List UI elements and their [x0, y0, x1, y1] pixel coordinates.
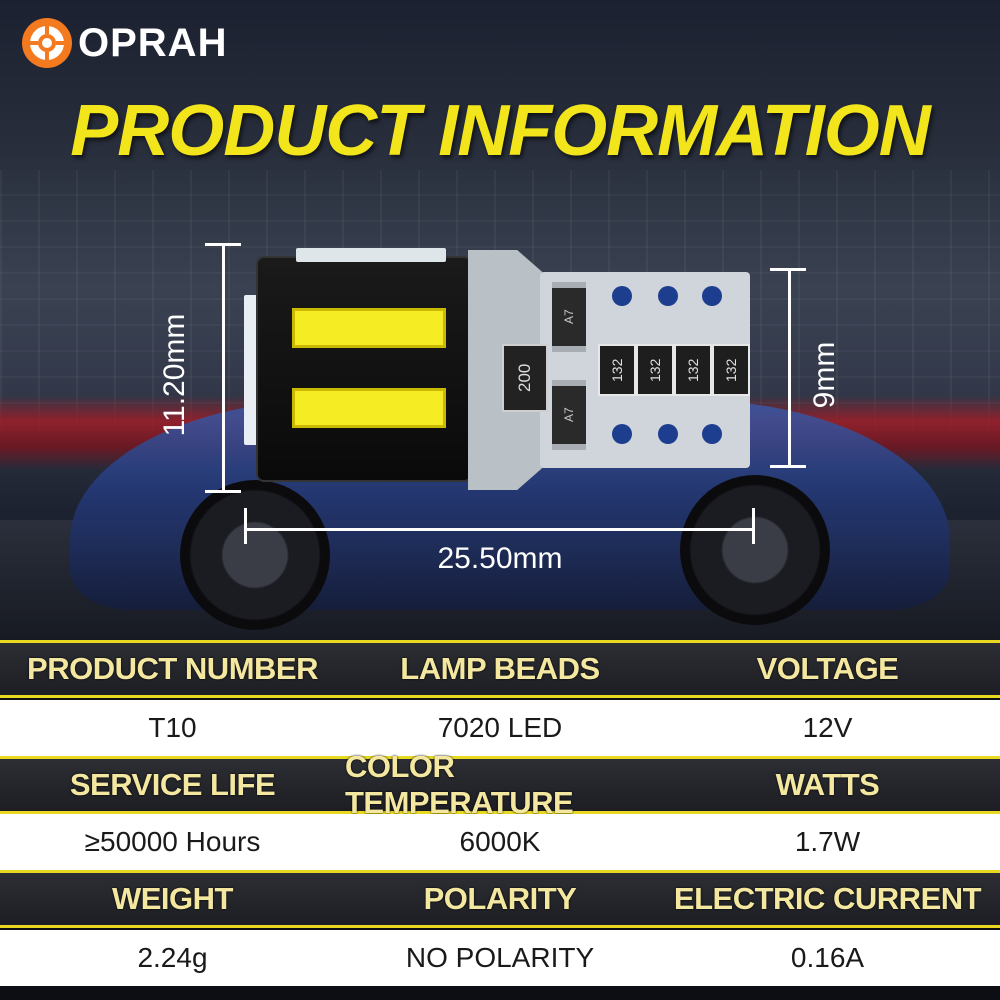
spec-value-cell: 6000K	[459, 826, 541, 857]
spec-header-cell: POLARITY	[423, 881, 577, 916]
spec-table: PRODUCT NUMBER LAMP BEADS VOLTAGE T10 70…	[0, 640, 1000, 1000]
led-side-strip	[244, 295, 258, 445]
resistor: 132	[674, 344, 712, 396]
led-chip	[292, 308, 446, 348]
dimension-tick	[770, 465, 806, 468]
pcb-hole	[658, 286, 678, 306]
spec-value-cell: T10	[148, 712, 197, 743]
spec-header-cell: COLOR TEMPERATURE	[345, 749, 574, 820]
resistor: 132	[636, 344, 674, 396]
brand-logo: OPRAH	[20, 16, 227, 70]
resistor-large: 200	[502, 344, 548, 412]
spec-header-cell: VOLTAGE	[756, 651, 899, 686]
dimension-tick	[205, 243, 241, 246]
height-dimension-line	[222, 243, 225, 493]
pcb-hole	[702, 424, 722, 444]
brand-name: OPRAH	[78, 20, 228, 65]
height-dimension-label: 11.20mm	[158, 313, 191, 437]
spec-value-cell: 1.7W	[794, 826, 861, 857]
diode: A7	[552, 282, 586, 352]
spec-header-cell: WATTS	[775, 767, 880, 802]
spec-header-cell: SERVICE LIFE	[69, 767, 276, 802]
led-chip	[292, 388, 446, 428]
width-dimension-label: 25.50mm	[437, 542, 563, 575]
dimension-tick	[770, 268, 806, 271]
spec-value-row: ≥50000 Hours 6000K 1.7W	[0, 814, 1000, 870]
spec-value-cell: 2.24g	[137, 942, 208, 973]
width-dimension-line	[244, 528, 754, 531]
dimension-tick	[205, 490, 241, 493]
spec-value-cell: NO POLARITY	[405, 942, 595, 973]
pcb-height-dimension-line	[788, 268, 791, 468]
dimension-tick	[752, 508, 755, 544]
pcb-height-dimension-label: 9mm	[808, 341, 841, 409]
car-wheel	[680, 475, 830, 625]
spec-header-row: SERVICE LIFE COLOR TEMPERATURE WATTS	[0, 749, 1000, 820]
diode: A7	[552, 380, 586, 450]
pcb-hole	[612, 424, 632, 444]
hero-background	[0, 0, 1000, 640]
spec-value-row: 2.24g NO POLARITY 0.16A	[0, 930, 1000, 986]
spec-header-cell: PRODUCT NUMBER	[27, 651, 318, 686]
t10-led-bulb-image: 200 A7 A7 132 132 132 132	[240, 240, 760, 500]
spec-header-row: WEIGHT POLARITY ELECTRIC CURRENT	[0, 870, 1000, 928]
spec-value-cell: 12V	[802, 712, 853, 743]
spec-value-cell: 7020 LED	[437, 712, 563, 743]
pcb-hole	[702, 286, 722, 306]
car-wheel	[180, 480, 330, 630]
spec-header-cell: LAMP BEADS	[400, 651, 600, 686]
led-head	[258, 258, 470, 480]
resistor: 132	[598, 344, 636, 396]
pcb-hole	[612, 286, 632, 306]
spec-value-cell: ≥50000 Hours	[84, 826, 261, 857]
sun-flame-icon	[22, 18, 72, 68]
spec-header-row: PRODUCT NUMBER LAMP BEADS VOLTAGE	[0, 640, 1000, 698]
spec-header-cell: WEIGHT	[112, 881, 234, 916]
led-top-strip	[296, 248, 446, 262]
pcb-hole	[658, 424, 678, 444]
resistor: 132	[712, 344, 750, 396]
page-title: PRODUCT INFORMATION	[70, 91, 931, 171]
spec-header-cell: ELECTRIC CURRENT	[673, 881, 982, 916]
dimension-tick	[244, 508, 247, 544]
spec-value-cell: 0.16A	[790, 942, 865, 973]
spec-value-row: T10 7020 LED 12V	[0, 700, 1000, 756]
